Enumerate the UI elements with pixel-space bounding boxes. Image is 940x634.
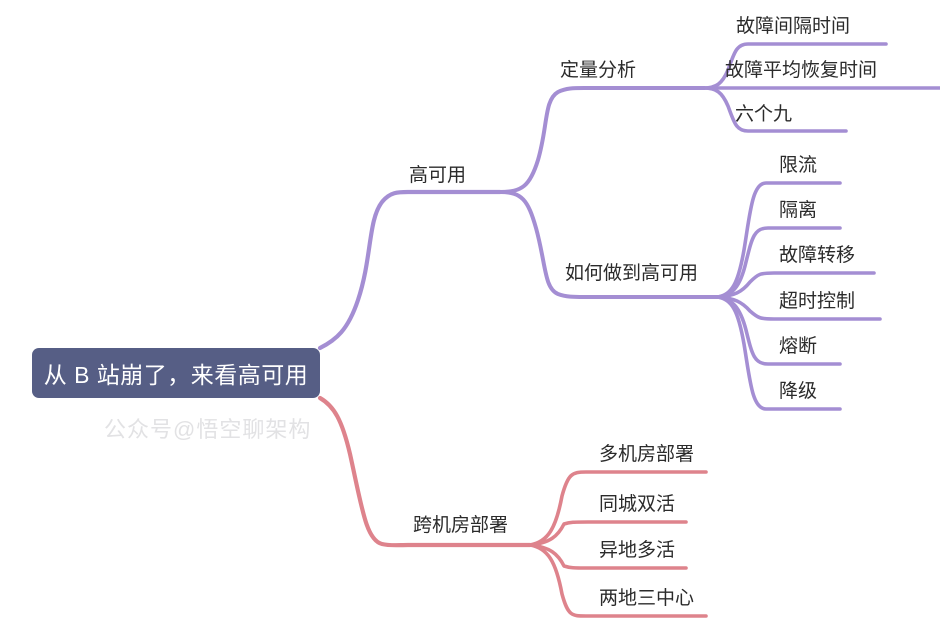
node-label-how-to-achieve-ha[interactable]: 如何做到高可用 — [565, 263, 699, 284]
connector-crossdc-to-multi-datacenter — [528, 470, 708, 547]
node-label-quantitative-analysis[interactable]: 定量分析 — [560, 60, 637, 81]
node-label-rate-limiting[interactable]: 限流 — [779, 155, 818, 176]
connector-crossdc-to-same-city-dual-active — [528, 520, 688, 547]
connector-crossdc-to-two-cities-three-centers — [528, 543, 708, 618]
node-label-mttr[interactable]: 故障平均恢复时间 — [725, 60, 878, 81]
connector-how-to-degradation — [716, 295, 842, 411]
node-label-multi-datacenter[interactable]: 多机房部署 — [599, 444, 695, 465]
connector-how-to-rate-limiting — [716, 181, 842, 299]
node-label-failover[interactable]: 故障转移 — [779, 245, 856, 266]
node-label-timeout-control[interactable]: 超时控制 — [779, 291, 856, 312]
connector-root-to-cross-datacenter — [317, 395, 533, 548]
connector-root-to-high-availability — [317, 189, 503, 351]
connector-how-to-timeout-control — [716, 295, 882, 321]
node-label-mtbf[interactable]: 故障间隔时间 — [736, 16, 851, 37]
connector-quant-to-six-nines — [702, 86, 848, 133]
node-label-same-city-dual-active[interactable]: 同城双活 — [599, 494, 676, 515]
connector-ha-to-how-to-achieve — [498, 190, 720, 299]
connector-crossdc-to-multi-region-active — [528, 543, 688, 570]
node-label-isolation[interactable]: 隔离 — [779, 200, 818, 221]
connector-how-to-failover — [716, 271, 876, 299]
root-node-label: 从 B 站崩了，来看高可用 — [43, 362, 309, 388]
node-label-two-cities-three-centers[interactable]: 两地三中心 — [599, 588, 695, 609]
node-label-cross-datacenter-deployment[interactable]: 跨机房部署 — [413, 515, 509, 536]
connector-how-to-isolation — [716, 226, 842, 299]
node-label-circuit-breaking[interactable]: 熔断 — [779, 336, 818, 357]
root-node[interactable]: 从 B 站崩了，来看高可用 — [32, 348, 320, 398]
watermark-text: 公众号@悟空聊架构 — [104, 417, 312, 442]
node-label-six-nines[interactable]: 六个九 — [735, 104, 793, 125]
node-label-degradation[interactable]: 降级 — [779, 381, 818, 402]
node-label-multi-region-active[interactable]: 异地多活 — [599, 540, 676, 561]
node-label-high-availability[interactable]: 高可用 — [409, 165, 467, 186]
connector-ha-to-quantitative — [498, 86, 706, 194]
